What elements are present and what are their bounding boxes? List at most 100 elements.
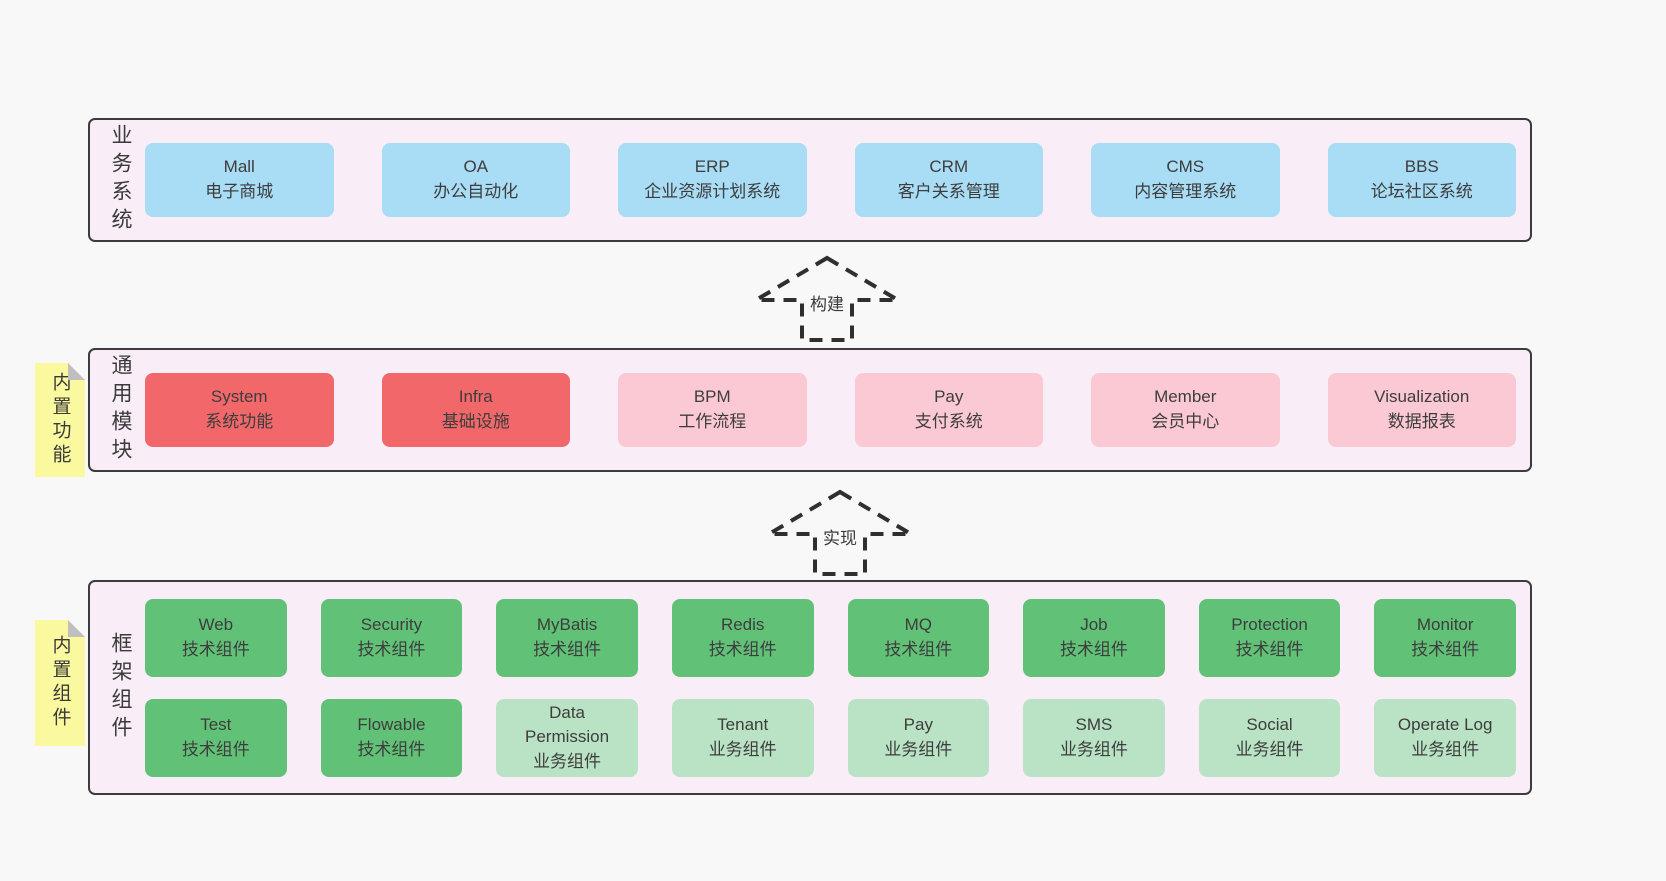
box-subtitle: 技术组件 [1235,639,1304,659]
box-test: Test 技术组件 [145,698,287,777]
box-title: Operate Log [1397,714,1493,734]
note-label: 内置组件 [49,635,71,731]
box-mybatis: MyBatis 技术组件 [496,598,638,677]
box-subtitle: 技术组件 [1059,639,1128,659]
box-protection: Protection 技术组件 [1198,598,1341,677]
box-job: Job 技术组件 [1023,598,1165,677]
note-label: 内置功能 [49,372,71,468]
box-title: Protection [1231,614,1308,634]
box-subtitle: 基础设施 [441,412,510,431]
box-subtitle: 数据报表 [1387,412,1456,431]
box-subtitle: 企业资源计划系统 [644,182,781,201]
box-bbs: BBS 论坛社区系统 [1327,143,1516,217]
box-title: ERP [694,157,730,177]
box-oa: OA 办公自动化 [381,143,570,217]
box-subtitle: 技术组件 [1411,639,1480,659]
dashed-up-arrow-icon [752,255,902,342]
box-title: MQ [904,614,932,634]
box-bpm: BPM 工作流程 [618,373,807,447]
box-subtitle: 客户关系管理 [897,182,1000,201]
implement-arrow: 实现 [765,488,915,578]
box-title: BBS [1404,157,1439,177]
box-title: SMS [1075,714,1113,734]
modules-panel-label: 通用模块 [109,354,132,466]
box-title: Tenant [717,714,769,734]
business-box-row: Mall 电子商城 OA 办公自动化 ERP 企业资源计划系统 CRM 客户关系… [145,120,1516,240]
modules-box-row: System 系统功能 Infra 基础设施 BPM 工作流程 Pay 支付系统… [145,350,1516,470]
box-subtitle: 业务组件 [708,739,777,759]
box-title: Mall [223,157,255,177]
box-subtitle: 办公自动化 [433,182,519,201]
box-subtitle: 业务组件 [884,739,953,759]
implement-arrow-label: 实现 [820,524,860,549]
box-subtitle: 技术组件 [357,739,426,759]
business-systems-panel: 业务系统 Mall 电子商城 OA 办公自动化 ERP 企业资源计划系统 CRM… [88,118,1532,242]
box-security: Security 技术组件 [320,598,463,677]
box-title: CMS [1166,157,1205,177]
box-subtitle: 业务组件 [533,751,602,771]
box-pay-component: Pay 业务组件 [847,698,990,777]
box-title: Pay [934,387,964,407]
build-arrow-label: 构建 [807,290,847,315]
box-title: OA [463,157,489,177]
box-visualization: Visualization 数据报表 [1327,373,1516,447]
box-title: Infra [458,387,493,407]
box-subtitle: 工作流程 [678,412,747,431]
box-subtitle: 技术组件 [533,639,602,659]
box-subtitle: 技术组件 [357,639,426,659]
box-subtitle: 论坛社区系统 [1370,182,1473,201]
builtin-components-note: 内置组件 [35,620,85,746]
box-title: Redis [720,614,765,634]
box-subtitle: 业务组件 [1235,739,1304,759]
box-subtitle: 系统功能 [205,412,274,431]
box-system: System 系统功能 [145,373,334,447]
box-title: Web [198,614,234,634]
box-redis: Redis 技术组件 [671,598,814,677]
box-title: Test [200,714,232,734]
box-mq: MQ 技术组件 [847,598,990,677]
box-title: MyBatis [536,614,598,634]
box-title: System [210,387,268,407]
builtin-features-note: 内置功能 [35,363,85,477]
box-erp: ERP 企业资源计划系统 [618,143,807,217]
box-monitor: Monitor 技术组件 [1374,598,1516,677]
box-title: Social [1246,714,1293,734]
box-subtitle: 内容管理系统 [1134,182,1237,201]
box-title: Pay [903,714,933,734]
box-sms: SMS 业务组件 [1023,698,1165,777]
box-title: Flowable [357,714,426,734]
box-subtitle: 技术组件 [181,739,250,759]
box-subtitle: 技术组件 [708,639,777,659]
box-title: Data Permission [525,702,610,747]
box-subtitle: 会员中心 [1151,412,1220,431]
components-panel-label: 框架组件 [109,631,132,744]
build-arrow: 构建 [752,254,902,344]
box-operate-log: Operate Log 业务组件 [1374,698,1516,777]
dashed-up-arrow-icon [765,489,915,576]
box-title: CRM [929,157,969,177]
box-subtitle: 业务组件 [1059,739,1128,759]
box-social: Social 业务组件 [1198,698,1341,777]
box-title: Member [1154,387,1217,407]
box-subtitle: 支付系统 [914,412,983,431]
box-title: BPM [693,387,731,407]
box-tenant: Tenant 业务组件 [671,698,814,777]
box-crm: CRM 客户关系管理 [854,143,1043,217]
box-member: Member 会员中心 [1091,373,1280,447]
box-pay-module: Pay 支付系统 [854,373,1043,447]
box-title: Job [1080,614,1108,634]
note-fold-corner [68,363,85,380]
box-title: Visualization [1374,387,1470,407]
box-subtitle: 技术组件 [884,639,953,659]
box-title: Monitor [1416,614,1474,634]
business-panel-label: 业务系统 [109,124,132,236]
framework-components-panel: 框架组件 Web 技术组件 Security 技术组件 MyBatis 技术组件… [88,580,1532,795]
box-subtitle: 技术组件 [181,639,250,659]
common-modules-panel: 通用模块 System 系统功能 Infra 基础设施 BPM 工作流程 Pay… [88,348,1532,472]
box-title: Security [360,614,423,634]
box-cms: CMS 内容管理系统 [1091,143,1280,217]
box-infra: Infra 基础设施 [381,373,570,447]
box-flowable: Flowable 技术组件 [320,698,463,777]
box-data-permission: Data Permission 业务组件 [496,698,638,777]
